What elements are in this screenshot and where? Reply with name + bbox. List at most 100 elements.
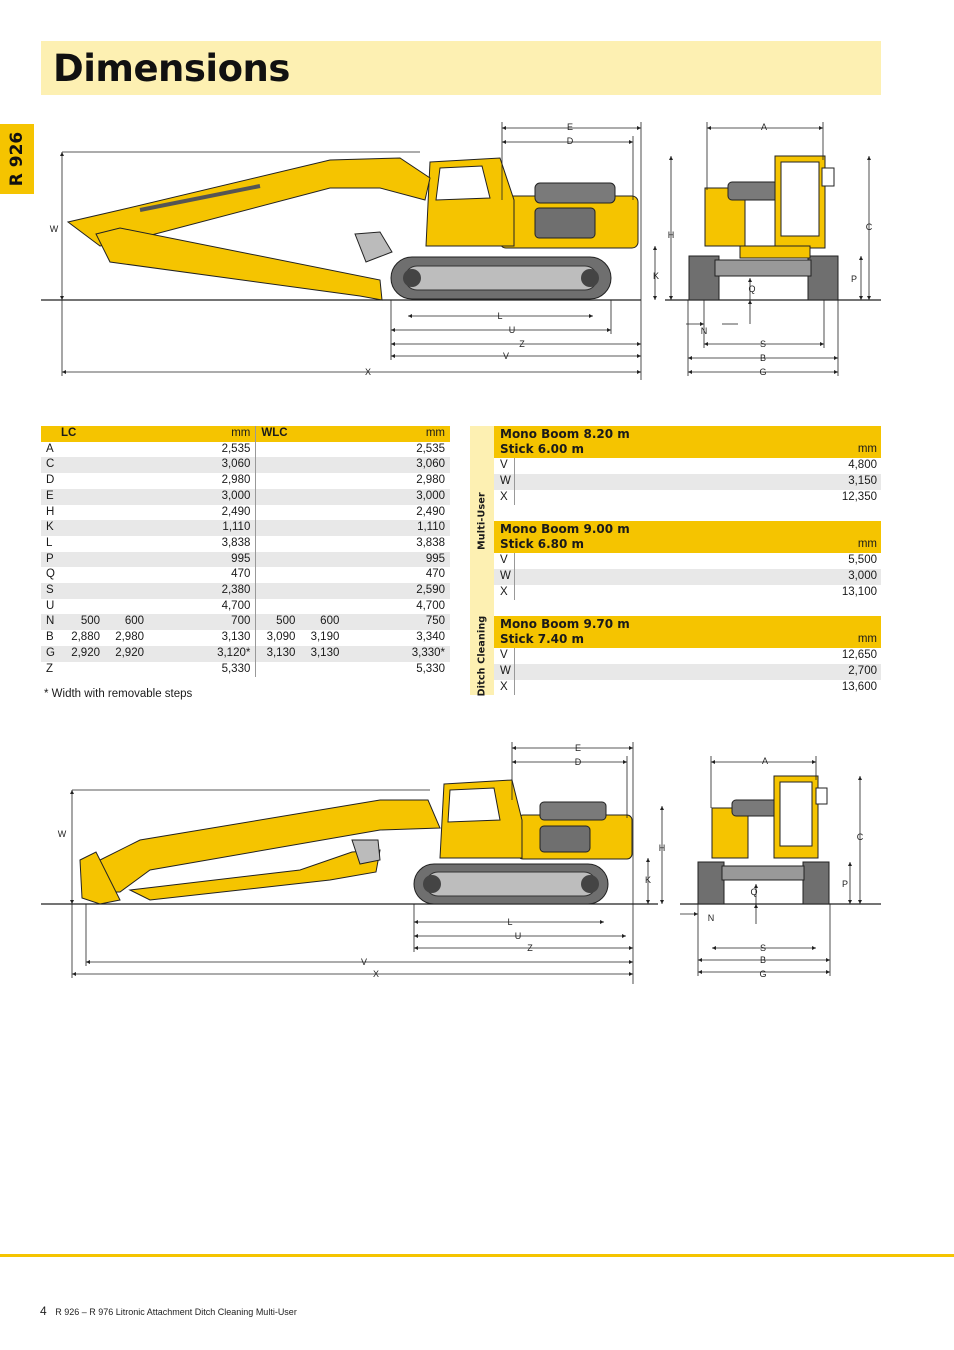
side-view-excavator-1 bbox=[66, 157, 639, 301]
lc-value: 2,980 bbox=[115, 631, 144, 644]
front-view-excavator-2 bbox=[697, 775, 830, 905]
wlc-value bbox=[255, 504, 301, 521]
wlc-value bbox=[255, 535, 301, 552]
dimension-key: A bbox=[46, 442, 54, 455]
wlc-value bbox=[300, 551, 345, 568]
dimension-key: H bbox=[46, 505, 55, 518]
boom-2-title: Mono Boom 9.00 m bbox=[500, 522, 630, 536]
boom-row: X 12,350 bbox=[494, 489, 881, 506]
dim2-label-v: V bbox=[361, 957, 367, 967]
boom-row-key: X bbox=[500, 489, 515, 506]
dim-label-a: A bbox=[761, 122, 767, 132]
boom-row-key: W bbox=[500, 663, 515, 680]
dimension-key: K bbox=[41, 520, 61, 536]
lc-value bbox=[61, 551, 105, 568]
wlc-value bbox=[300, 488, 345, 505]
lc-value bbox=[61, 520, 105, 536]
dim-label-n: N bbox=[701, 326, 708, 336]
lc-value: 995 bbox=[149, 551, 256, 568]
dim2-label-c: C bbox=[857, 832, 864, 842]
lc-value bbox=[105, 488, 149, 505]
dim-label-u: U bbox=[509, 325, 516, 335]
wlc-value bbox=[300, 520, 345, 536]
dimension-key: B bbox=[46, 631, 54, 644]
dim2-label-z: Z bbox=[527, 943, 533, 953]
boom-row-value: 12,350 bbox=[841, 490, 877, 503]
boom-row-value: 13,600 bbox=[841, 680, 877, 693]
boom-1-unit: mm bbox=[857, 443, 877, 455]
boom-row-value: 13,100 bbox=[841, 585, 877, 598]
footer-rule bbox=[0, 1254, 954, 1257]
dim-label-x: X bbox=[365, 367, 371, 377]
wlc-value: 3,090 bbox=[255, 630, 301, 646]
dimension-key: Z bbox=[46, 662, 54, 675]
footnote: * Width with removable steps bbox=[44, 688, 193, 700]
wlc-value: 600 bbox=[300, 614, 345, 631]
boom-row-key: W bbox=[500, 568, 515, 585]
dimension-key: L bbox=[46, 536, 53, 549]
wlc-value: 995 bbox=[344, 551, 450, 568]
dim2-label-u: U bbox=[515, 931, 522, 941]
lc-value bbox=[105, 520, 149, 536]
dim-label-s: S bbox=[760, 339, 766, 349]
dim-label-l: L bbox=[497, 311, 502, 321]
boom-1-stick: Stick 6.00 m bbox=[500, 442, 585, 456]
model-side-tab: R 926 bbox=[0, 124, 34, 194]
lc-value bbox=[61, 583, 105, 599]
boom-block-2-header: Mono Boom 9.00 m Stick 6.80 m mm bbox=[494, 521, 881, 553]
footer: 4 R 926 – R 976 Litronic Attachment Ditc… bbox=[40, 1304, 297, 1318]
wlc-value bbox=[255, 520, 301, 536]
lc-value bbox=[61, 457, 105, 474]
boom-row-value: 3,000 bbox=[848, 569, 877, 582]
lc-value: 2,980 bbox=[221, 474, 251, 487]
lc-value: 3,060 bbox=[149, 457, 256, 474]
dim2-label-b: B bbox=[760, 955, 766, 965]
boom-row-key: X bbox=[500, 679, 515, 696]
wlc-value: 470 bbox=[425, 568, 445, 581]
boom-row-value: 2,700 bbox=[848, 664, 877, 677]
wlc-value: 3,130 bbox=[255, 645, 301, 662]
wlc-value: 3,190 bbox=[310, 631, 340, 644]
dimension-key: U bbox=[46, 599, 55, 612]
lc-value: 2,535 bbox=[221, 442, 251, 455]
wlc-value bbox=[255, 551, 301, 568]
dimension-key: Q bbox=[46, 568, 55, 581]
dim-label-c: C bbox=[866, 222, 873, 232]
lc-value: 4,700 bbox=[221, 599, 251, 612]
wlc-header: WLC bbox=[255, 426, 345, 442]
wlc-value: 2,490 bbox=[416, 505, 445, 518]
wlc-value bbox=[300, 583, 345, 599]
lc-value: 2,920 bbox=[105, 645, 149, 662]
wlc-value bbox=[255, 473, 301, 489]
dim2-label-d: D bbox=[575, 757, 582, 767]
dimension-key: N bbox=[41, 614, 61, 631]
lc-value bbox=[105, 551, 149, 568]
wlc-value: 3,330* bbox=[344, 645, 450, 662]
boom-3-title: Mono Boom 9.70 m bbox=[500, 617, 630, 631]
wlc-value: 3,340 bbox=[416, 631, 445, 644]
lc-value bbox=[105, 457, 149, 474]
dim2-label-k: K bbox=[645, 875, 651, 885]
wlc-value: 3,838 bbox=[416, 536, 445, 549]
title-band: Dimensions bbox=[41, 41, 881, 95]
dim2-label-p: P bbox=[842, 879, 848, 889]
page-number: 4 bbox=[40, 1304, 47, 1318]
boom-row-key: V bbox=[500, 553, 515, 569]
excavator-drawing-bottom: E D W H K L U Z V X A C P Q N S B G bbox=[41, 742, 881, 984]
lc-value: 1,110 bbox=[149, 520, 256, 536]
dim-label-g: G bbox=[759, 367, 766, 377]
